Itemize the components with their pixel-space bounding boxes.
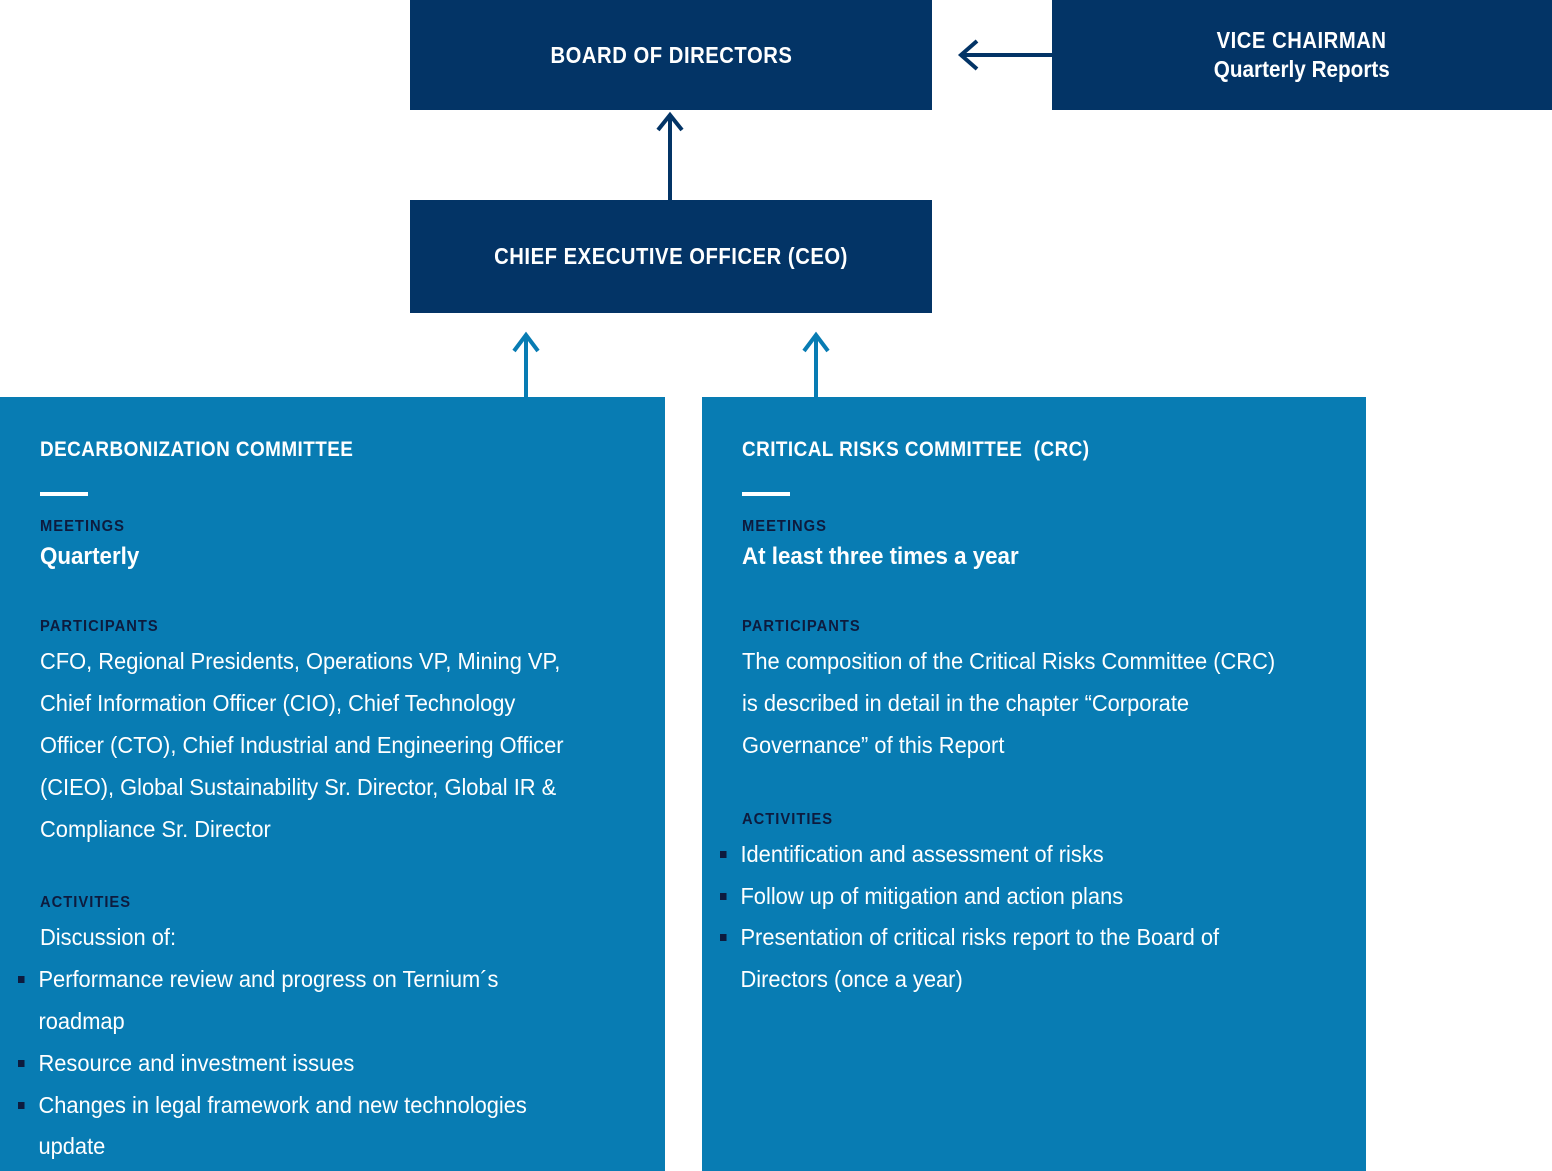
title-accent-rule [742, 492, 790, 496]
activities-list: Performance review and progress on Terni… [18, 959, 625, 1168]
chief-executive-officer-box: CHIEF EXECUTIVE OFFICER (CEO) [410, 200, 932, 313]
critical-risks-committee-panel: CRITICAL RISKS COMMITTEE (CRC) MEETINGS … [702, 397, 1366, 1171]
vice-chairman-box: VICE CHAIRMAN Quarterly Reports [1052, 0, 1552, 110]
activities-intro: Discussion of: [40, 924, 177, 951]
arrow-left-icon-vice-chairman-to-board [950, 22, 1058, 88]
activity-list-item: Presentation of critical risks report to… [720, 917, 1284, 1001]
activity-list-item: Performance review and progress on Terni… [18, 959, 583, 1043]
participants-value: The composition of the Critical Risks Co… [742, 648, 1276, 758]
activity-list-item: Follow up of mitigation and action plans [720, 876, 1284, 918]
meetings-label: MEETINGS [742, 518, 827, 535]
arrow-up-icon-ceo-to-board [648, 110, 692, 202]
bullet-square-icon [720, 892, 727, 900]
title-accent-rule [40, 492, 88, 496]
bullet-square-icon [18, 976, 25, 984]
bullet-square-icon [720, 850, 727, 858]
meetings-value: Quarterly [40, 543, 140, 570]
chief-executive-officer-label: CHIEF EXECUTIVE OFFICER (CEO) [494, 243, 848, 270]
meetings-value: At least three times a year [742, 543, 1019, 570]
arrow-up-icon-critical-risks-to-ceo [794, 330, 838, 400]
decarbonization-committee-panel: DECARBONIZATION COMMITTEE MEETINGS Quart… [0, 397, 665, 1171]
meetings-label: MEETINGS [40, 518, 125, 535]
activity-list-item: Identification and assessment of risks [720, 834, 1284, 876]
activity-list-item: Resource and investment issues [18, 1043, 583, 1085]
board-of-directors-label: BOARD OF DIRECTORS [550, 41, 792, 68]
arrow-up-icon-decarbonization-to-ceo [504, 330, 548, 400]
vice-chairman-sublabel: Quarterly Reports [1213, 56, 1391, 82]
activities-label: ACTIVITIES [742, 810, 834, 828]
activity-list-item: Changes in legal framework and new techn… [18, 1085, 583, 1169]
board-of-directors-box: BOARD OF DIRECTORS [410, 0, 932, 110]
bullet-square-icon [18, 1101, 25, 1109]
decarbonization-committee-title: DECARBONIZATION COMMITTEE [40, 437, 354, 461]
participants-label: PARTICIPANTS [742, 618, 861, 636]
bullet-square-icon [720, 934, 727, 942]
critical-risks-committee-title: CRITICAL RISKS COMMITTEE (CRC) [742, 437, 1090, 461]
bullet-square-icon [18, 1059, 25, 1067]
vice-chairman-label: VICE CHAIRMAN [1217, 27, 1387, 54]
participants-value: CFO, Regional Presidents, Operations VP,… [40, 648, 564, 842]
activities-label: ACTIVITIES [40, 894, 132, 912]
participants-label: PARTICIPANTS [40, 618, 159, 636]
